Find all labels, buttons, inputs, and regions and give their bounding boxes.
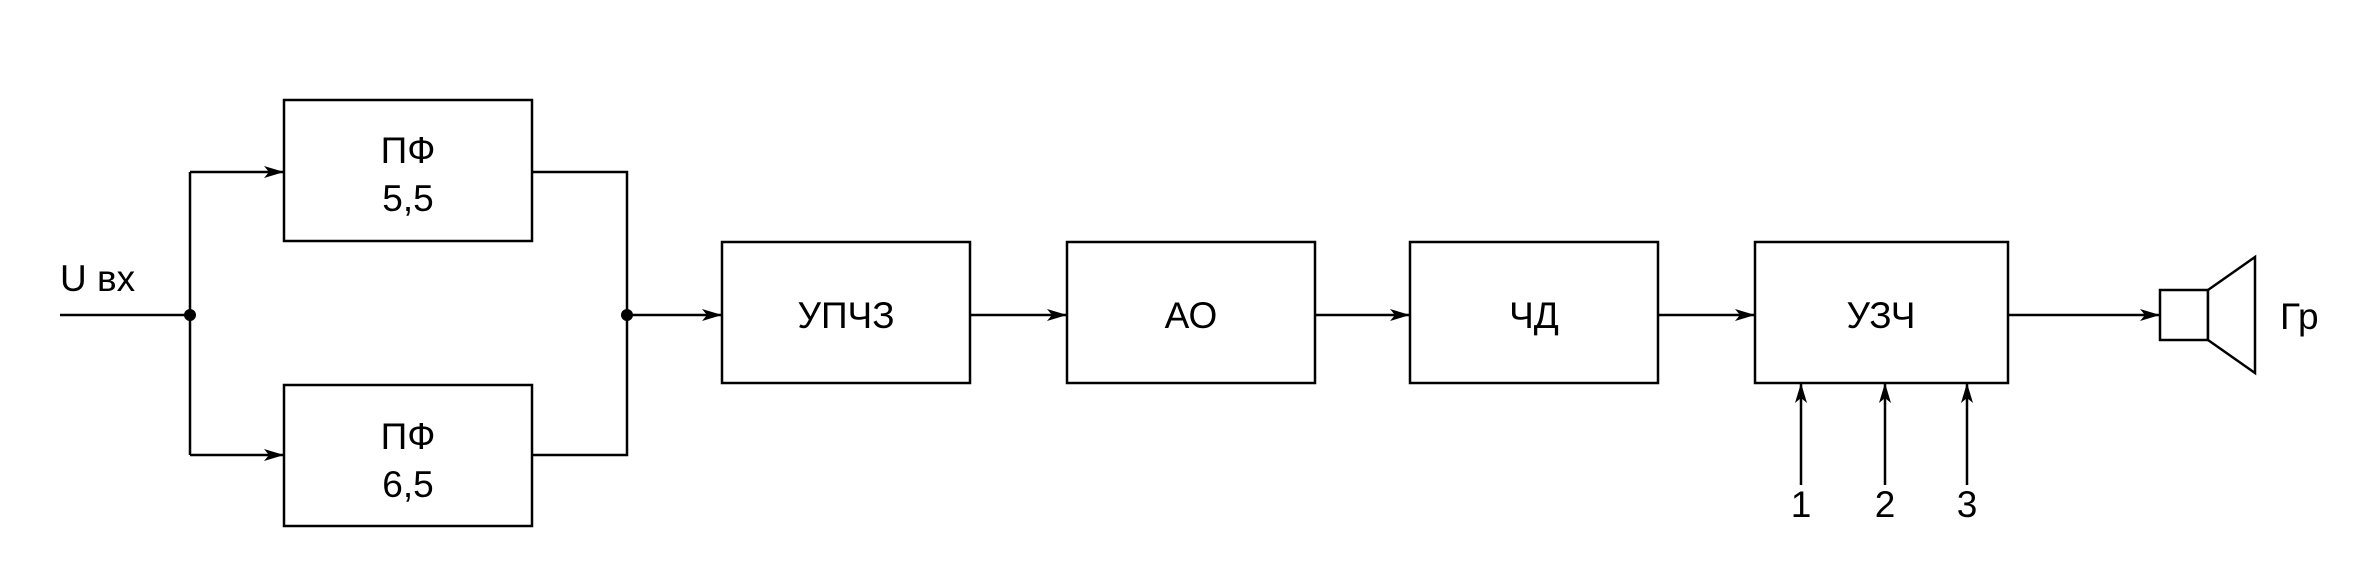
output-label: Гр [2280,296,2319,337]
control-input-1-label: 1 [1791,484,1812,525]
block-pf-5-5-line2: 5,5 [382,178,433,219]
block-ao: АО [1065,240,1317,385]
block-chd-label: ЧД [1509,295,1559,336]
block-ao-label: АО [1165,295,1218,336]
block-uzch: УЗЧ [1753,240,2010,385]
pf1-output-wire [532,170,629,315]
block-upchz-label: УПЧЗ [797,295,894,336]
block-pf-6-5-line1: ПФ [381,416,436,457]
block-upchz: УПЧЗ [720,240,972,385]
block-pf-5-5-line1: ПФ [381,130,436,171]
pf2-output-wire [532,315,629,457]
block-uzch-label: УЗЧ [1847,295,1916,336]
control-input-2-label: 2 [1875,484,1896,525]
block-pf-6-5: ПФ 6,5 [282,383,534,528]
block-pf-6-5-line2: 6,5 [382,464,433,505]
control-input-3-label: 3 [1957,484,1978,525]
speaker-icon [2158,254,2257,376]
block-chd: ЧД [1408,240,1660,385]
input-label: U вх [60,258,136,299]
block-pf-5-5: ПФ 5,5 [282,98,534,243]
